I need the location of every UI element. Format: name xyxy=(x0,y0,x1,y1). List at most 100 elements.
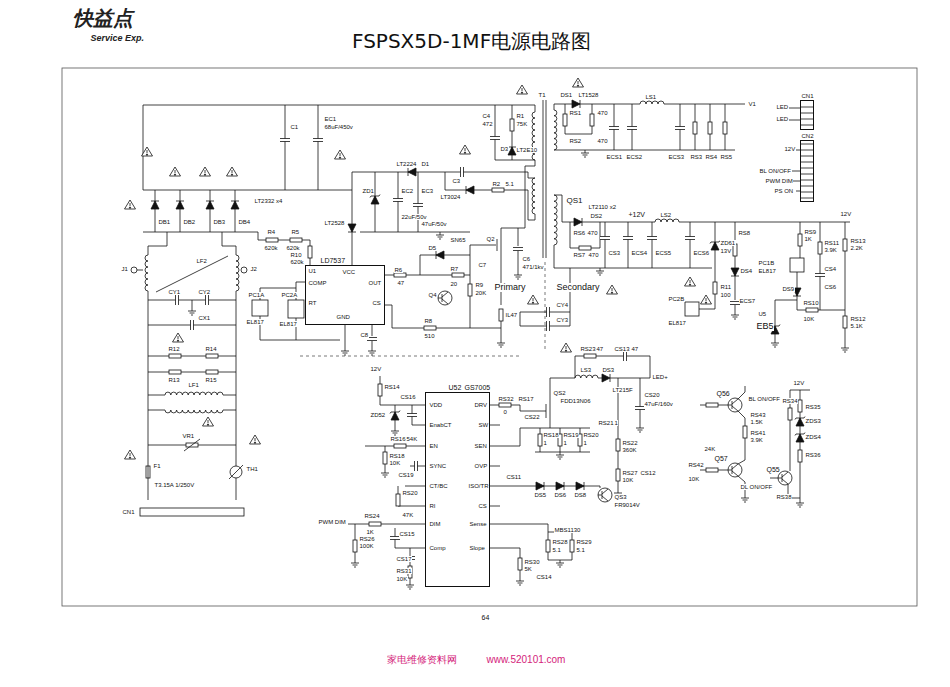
part-label: RS41 xyxy=(750,430,766,436)
part-label: DB2 xyxy=(183,219,196,225)
resistor-symbol xyxy=(206,370,218,374)
wire xyxy=(490,524,548,532)
ground-symbol xyxy=(844,352,846,353)
diode-symbol xyxy=(508,147,516,155)
part-label: 470 xyxy=(587,230,598,236)
wire xyxy=(598,378,602,379)
part-label: DS1 xyxy=(560,92,573,98)
warning-triangle xyxy=(533,298,534,301)
part-label: CS11 xyxy=(506,474,522,480)
zener-symbol xyxy=(390,412,391,414)
part-label: Q4 xyxy=(428,292,437,298)
ground-symbol xyxy=(596,271,604,272)
ground-symbol xyxy=(744,502,746,503)
capacitor-symbol xyxy=(413,206,423,207)
part-label: CS3 xyxy=(608,250,621,256)
resistor-symbol xyxy=(538,434,542,446)
resistor-symbol xyxy=(788,408,792,420)
part-label: 472 xyxy=(482,121,493,127)
ground-symbol xyxy=(583,155,588,156)
ground-symbol xyxy=(370,353,375,354)
part-label: R9 xyxy=(475,282,484,288)
part-label: RS10 xyxy=(803,300,819,306)
part-label: RS42 xyxy=(688,462,704,468)
wire xyxy=(605,222,606,268)
diode-symbol xyxy=(206,201,214,209)
wire xyxy=(518,251,519,272)
warning-triangle xyxy=(130,203,131,206)
part-label: 10K xyxy=(622,477,634,483)
wire xyxy=(515,105,535,112)
wire xyxy=(470,300,471,328)
part-label: MBS1130 xyxy=(554,527,581,533)
diagram-title: FSPSX5D-1MF电源电路图 xyxy=(352,30,591,52)
page-mark: 快益点 xyxy=(72,8,133,28)
ground-symbol xyxy=(409,589,411,590)
wire xyxy=(550,420,551,428)
wire xyxy=(528,190,535,220)
warning-triangle xyxy=(685,277,696,286)
part-label: T3.15A 1/250V xyxy=(154,482,195,488)
diode-symbol xyxy=(574,218,582,226)
part-label: 3.9K xyxy=(750,437,763,443)
wire xyxy=(398,486,425,506)
warning-triangle xyxy=(175,170,176,173)
part-label: CS16 xyxy=(400,394,416,400)
capacitor-symbol xyxy=(513,250,523,251)
capacitor-gap xyxy=(623,237,633,240)
diode-symbol xyxy=(572,100,580,108)
wire xyxy=(554,150,735,151)
warning-triangle xyxy=(129,207,130,208)
ground-symbol xyxy=(406,585,414,586)
page-mark: 家电维修资料网 xyxy=(386,655,457,665)
transistor-symbol xyxy=(598,495,602,496)
wire xyxy=(554,245,712,268)
capacitor-symbol xyxy=(205,295,206,305)
part-label: GND xyxy=(336,314,350,320)
part-label: 1 xyxy=(614,420,618,426)
transistor-symbol xyxy=(438,291,452,305)
part-label: EL817 xyxy=(758,268,776,274)
zener-symbol xyxy=(379,195,380,197)
warning-triangle xyxy=(561,343,572,352)
part-label: 3.9K xyxy=(824,247,837,253)
transistor-symbol xyxy=(778,471,792,485)
warning-triangle xyxy=(573,78,584,87)
part-label: 10K xyxy=(396,576,408,582)
ground-symbol xyxy=(741,498,749,499)
warning-triangle xyxy=(521,92,522,93)
zener-symbol xyxy=(710,242,711,244)
part-label: RS14 xyxy=(384,384,400,390)
wire xyxy=(501,321,502,340)
ground-symbol xyxy=(581,153,589,154)
transistor-symbol xyxy=(728,470,732,471)
ground-symbol xyxy=(341,351,349,352)
part-label: ECS6 xyxy=(693,250,710,256)
capacitor-symbol xyxy=(490,139,500,140)
part-label: C6 xyxy=(522,256,531,262)
part-label: DRV xyxy=(474,402,488,408)
warning-triangle xyxy=(200,167,211,176)
part-label: RS11 xyxy=(824,240,840,246)
capacitor-gap xyxy=(627,127,637,130)
connector-pin xyxy=(800,174,814,175)
part-label: RS36 xyxy=(805,452,821,458)
warning-triangle xyxy=(208,420,209,423)
ground-symbol xyxy=(558,565,563,566)
diode-symbol xyxy=(576,482,584,490)
inductor-coil xyxy=(532,178,535,214)
wire xyxy=(520,326,570,327)
wire xyxy=(490,506,500,507)
warning-triangle xyxy=(173,333,184,342)
wire xyxy=(210,190,211,232)
wire xyxy=(148,232,167,255)
part-label: EB5 xyxy=(756,322,774,331)
thermistor-symbol xyxy=(229,465,243,479)
part-label: ECS4 xyxy=(631,250,648,256)
capacitor-symbol xyxy=(313,141,323,142)
diode-symbol xyxy=(508,147,516,148)
resistor-symbol xyxy=(452,273,464,277)
part-label: LED xyxy=(776,104,789,110)
wire xyxy=(285,105,286,190)
transistor-symbol xyxy=(442,292,448,297)
